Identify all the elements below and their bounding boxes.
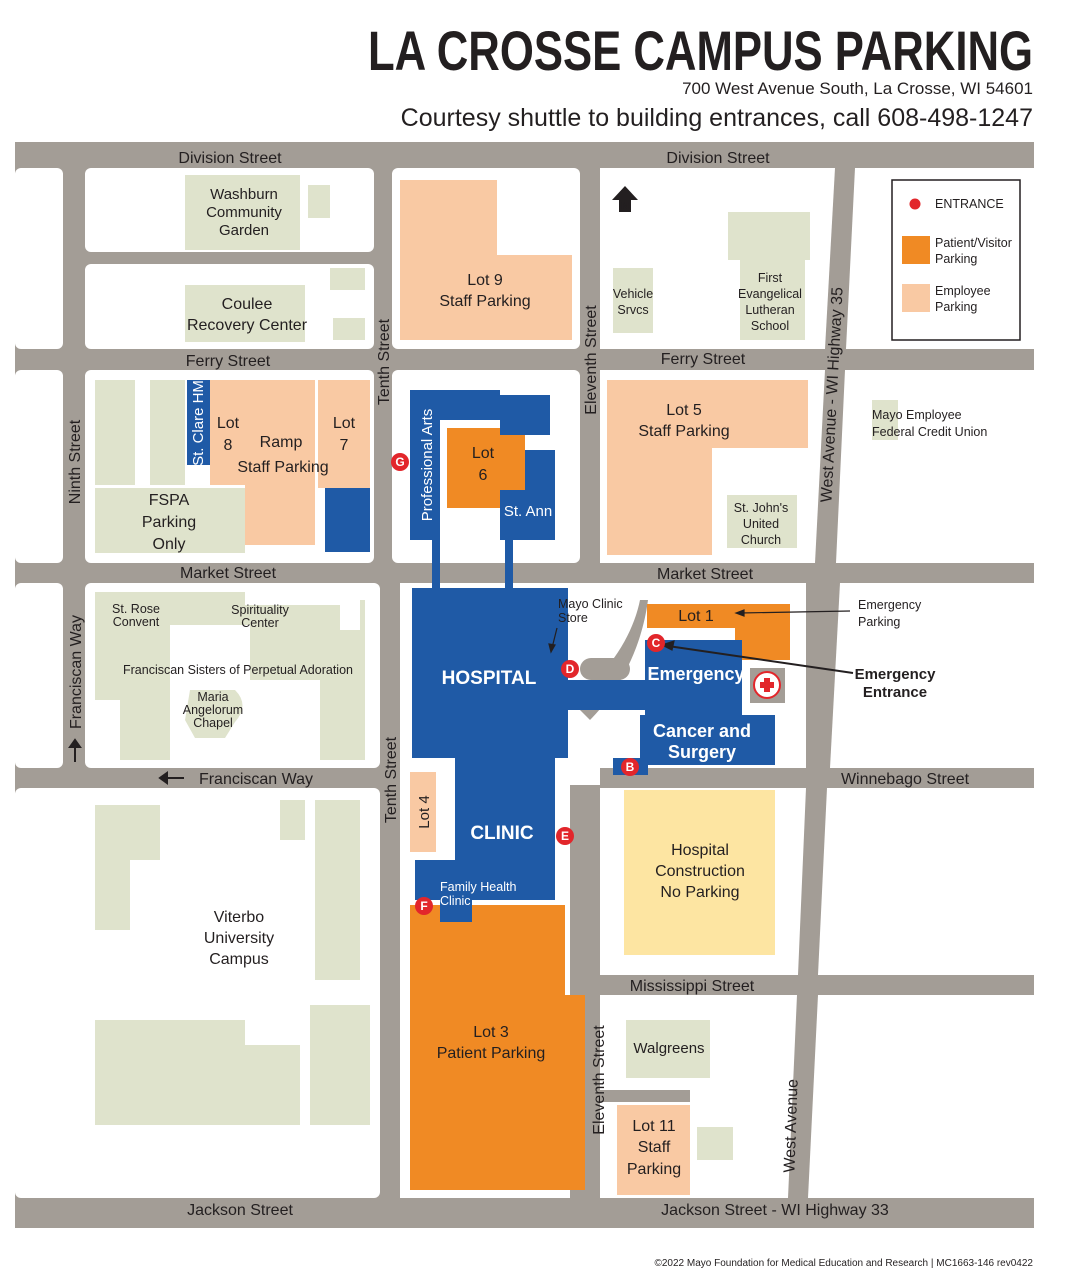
street-ferry-east: Ferry Street [661,351,746,368]
entrance-c[interactable]: C [647,634,665,652]
map-edge [870,142,1034,150]
street-winnebago: Winnebago Street [841,771,970,788]
street-market-west: Market Street [180,565,277,582]
label-st-clare: St. Clare HM [190,380,207,466]
entrance-e[interactable]: E [556,827,574,845]
north-arrow-icon: N [612,186,638,212]
entrance-b[interactable]: B [621,758,639,776]
legend-patient-swatch [902,236,930,264]
map-title: LA CROSSE CAMPUS PARKING [368,19,1033,82]
legend-employee-swatch [902,284,930,312]
street-jackson-hwy: Jackson Street - WI Highway 33 [661,1202,889,1219]
street-tenth-south: Tenth Street [383,736,400,823]
callout-arrows [548,609,854,674]
street-division-west: Division Street [178,150,282,167]
street-division-east: Division Street [666,150,770,167]
street-eleventh-south: Eleventh Street [591,1025,608,1135]
street-franciscan-way-vertical: Franciscan Way [68,615,85,729]
entrance-d[interactable]: D [561,660,579,678]
entrance-f[interactable]: F [415,897,433,915]
mayo-buildings [187,380,775,922]
entrance-markers: G D C B E F [391,453,665,915]
label-emergency: Emergency [647,664,744,684]
label-franciscan-sisters: Franciscan Sisters of Perpetual Adoratio… [123,663,353,677]
label-professional-arts: Professional Arts [419,409,436,522]
entrance-g[interactable]: G [391,453,409,471]
label-walgreens: Walgreens [633,1040,704,1057]
svg-text:G: G [395,455,404,469]
street-eleventh-north: Eleventh Street [583,305,600,415]
svg-text:D: D [566,662,575,676]
svg-text:C: C [652,636,661,650]
street-ninth: Ninth Street [67,419,84,504]
label-hospital: HOSPITAL [442,668,537,689]
legend-entrance: ENTRANCE [935,197,1004,211]
shuttle-info: Courtesy shuttle to building entrances, … [401,104,1033,132]
label-lot4: Lot 4 [416,795,433,828]
svg-text:N: N [621,200,629,212]
street-jackson: Jackson Street [187,1202,293,1219]
svg-text:B: B [626,760,635,774]
label-lot1: Lot 1 [678,608,714,625]
address: 700 West Avenue South, La Crosse, WI 546… [682,79,1033,98]
one-way-arrows [68,738,184,785]
construction-area [624,790,775,955]
street-market-east: Market Street [657,566,754,583]
patient-parking-lots [410,428,790,1190]
street-franciscan-way: Franciscan Way [199,771,313,788]
employee-parking-lots [210,180,808,1195]
street-tenth-north: Tenth Street [376,318,393,405]
legend-entrance-icon [909,198,921,210]
emergency-cross-icon [750,668,785,703]
street-west-ave: West Avenue [781,1079,801,1173]
svg-text:F: F [420,899,427,913]
street-ferry-west: Ferry Street [186,353,271,370]
svg-text:E: E [561,829,569,843]
other-buildings [95,175,898,1160]
footer-copyright: ©2022 Mayo Foundation for Medical Educat… [654,1258,1033,1269]
label-st-ann: St. Ann [504,503,552,520]
street-mississippi: Mississippi Street [630,978,755,995]
label-clinic: CLINIC [470,823,534,844]
